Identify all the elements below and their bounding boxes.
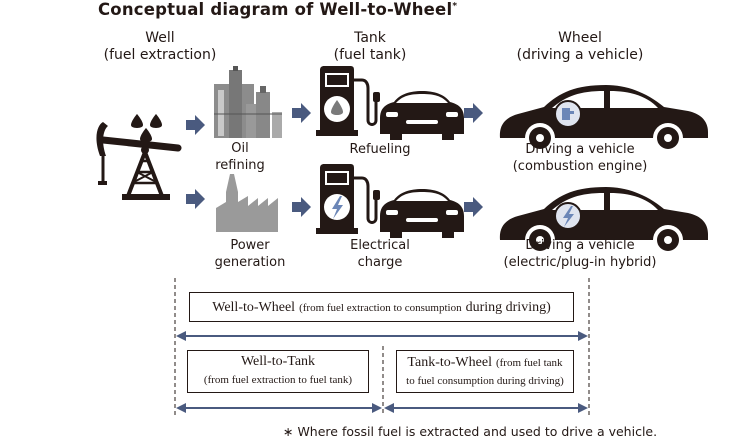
arrow-power-to-charge — [292, 197, 311, 217]
arrow-refueling-to-driving — [464, 103, 483, 123]
caption-driving-electric-line1: Driving a vehicle — [525, 238, 635, 253]
refueling-car-icon — [380, 91, 464, 140]
header-tank-label: Tank — [354, 30, 386, 46]
caption-power-generation-line2: generation — [214, 255, 286, 270]
page-title: Conceptual diagram of Well-to-Wheel* — [98, 0, 457, 19]
combustion-car-icon — [499, 85, 708, 153]
well-to-tank-box: Well-to-Tank (from fuel extraction to fu… — [187, 350, 369, 393]
caption-electrical-charge-line1: Electrical — [350, 238, 410, 253]
header-well-sub: (fuel extraction) — [103, 47, 217, 63]
arrow-refining-to-refueling — [292, 103, 311, 123]
power-plant-icon — [216, 174, 278, 232]
header-wheel-label: Wheel — [558, 30, 602, 46]
well-to-wheel-desc: (from fuel extraction to consumption — [299, 302, 462, 314]
tank-to-wheel-desc1: (from fuel tank — [495, 357, 563, 369]
pumpjack-icon — [96, 114, 182, 200]
caption-driving-electric: Driving a vehicle (electric/plug-in hybr… — [470, 237, 690, 271]
header-tank-sub: (fuel tank) — [333, 47, 407, 63]
oil-refinery-icon — [214, 66, 282, 138]
caption-driving-combustion-line1: Driving a vehicle — [525, 142, 635, 157]
tank-to-wheel-desc2: to fuel consumption during driving) — [406, 375, 564, 387]
footnote: ∗ Where fossil fuel is extracted and use… — [283, 424, 658, 439]
arrow-charge-to-driving — [464, 197, 483, 217]
electric-car-icon — [499, 187, 708, 255]
charging-station-icon — [314, 162, 382, 236]
header-well: Well (fuel extraction) — [95, 30, 225, 64]
caption-power-generation: Power generation — [195, 237, 305, 271]
well-to-wheel-label: Well-to-Wheel — [212, 300, 296, 315]
caption-oil-refining: Oil refining — [195, 140, 285, 174]
header-tank: Tank (fuel tank) — [315, 30, 425, 64]
caption-oil-refining-line1: Oil — [231, 141, 249, 156]
well-to-wheel-desc-tail: during driving) — [465, 300, 551, 315]
caption-electrical-charge: Electrical charge — [325, 237, 435, 271]
caption-driving-combustion: Driving a vehicle (combustion engine) — [480, 141, 680, 175]
tank-to-wheel-line1: Tank-to-Wheel (from fuel tank — [397, 352, 573, 373]
caption-driving-electric-line2: (electric/plug-in hybrid) — [503, 255, 657, 270]
title-text: Conceptual diagram of Well-to-Wheel — [98, 0, 453, 19]
caption-oil-refining-line2: refining — [215, 158, 265, 173]
well-to-wheel-box: Well-to-Wheel (from fuel extraction to c… — [189, 292, 574, 322]
charging-car-icon — [380, 189, 464, 238]
fuel-pump-icon — [314, 64, 382, 138]
well-to-tank-desc: (from fuel extraction to fuel tank) — [203, 374, 353, 386]
caption-electrical-charge-line2: charge — [357, 255, 403, 270]
header-wheel-sub: (driving a vehicle) — [516, 47, 644, 63]
arrow-well-to-refining — [186, 115, 205, 135]
caption-power-generation-line1: Power — [230, 238, 270, 253]
guide-lines — [174, 278, 590, 416]
header-wheel: Wheel (driving a vehicle) — [500, 30, 660, 64]
caption-driving-combustion-line2: (combustion engine) — [512, 159, 648, 174]
arrow-well-to-power — [186, 189, 205, 209]
title-mark: * — [452, 1, 458, 12]
well-to-tank-label: Well-to-Tank — [240, 354, 316, 369]
caption-refueling: Refueling — [349, 142, 411, 157]
tank-to-wheel-box: Tank-to-Wheel (from fuel tank to fuel co… — [396, 350, 574, 393]
tank-to-wheel-label: Tank-to-Wheel — [407, 355, 492, 370]
span-arrows — [176, 331, 588, 413]
header-well-label: Well — [145, 30, 175, 46]
